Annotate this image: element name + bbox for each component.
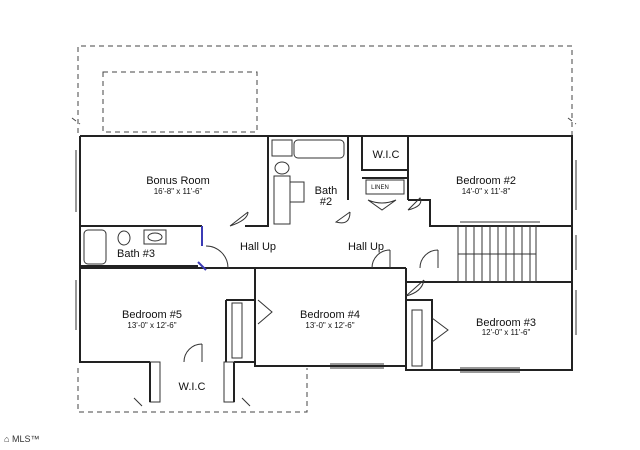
bath-2-name-line1: Bath [315,185,338,197]
wic-top-name: W.I.C [373,149,400,161]
room-labels: Bonus Room 16'-8" x 11'-6" Bath #2 W.I.C… [117,149,536,393]
bedroom-5-dims: 13'-0" x 12'-6" [127,321,176,330]
door-swings [183,197,449,363]
watermark-text: MLS™ [11,434,40,444]
bedroom-5-name: Bedroom #5 [122,309,182,321]
stairs [457,225,537,283]
bedroom-2-name: Bedroom #2 [456,175,516,187]
bath-2-fixtures [271,139,345,225]
accent-walls [197,226,207,271]
bedroom-3-name: Bedroom #3 [476,317,536,329]
wic-bottom-name: W.I.C [179,381,206,393]
bonus-room-dims: 16'-8" x 11'-6" [154,187,203,196]
closets [133,179,423,407]
mls-logo-icon: ⌂ [4,434,10,444]
bedroom-4-dims: 13'-0" x 12'-6" [305,321,354,330]
bath-3-name: Bath #3 [117,248,155,260]
bedroom-4-name: Bedroom #4 [300,309,360,321]
bedroom-2-dims: 14'-0" x 11'-8" [462,187,511,196]
bath-3-fixtures [83,229,167,265]
bonus-room-name: Bonus Room [146,175,210,187]
bedroom-3-dims: 12'-0" x 11'-6" [482,328,531,337]
roof-outline [71,45,577,413]
hall-up-left: Hall Up [240,241,276,253]
mls-watermark: ⌂ MLS™ [4,434,39,444]
windows [330,221,540,373]
bath-2-name-line2: #2 [320,196,332,208]
hall-up-right: Hall Up [348,241,384,253]
linen-label: LINEN [371,185,389,191]
